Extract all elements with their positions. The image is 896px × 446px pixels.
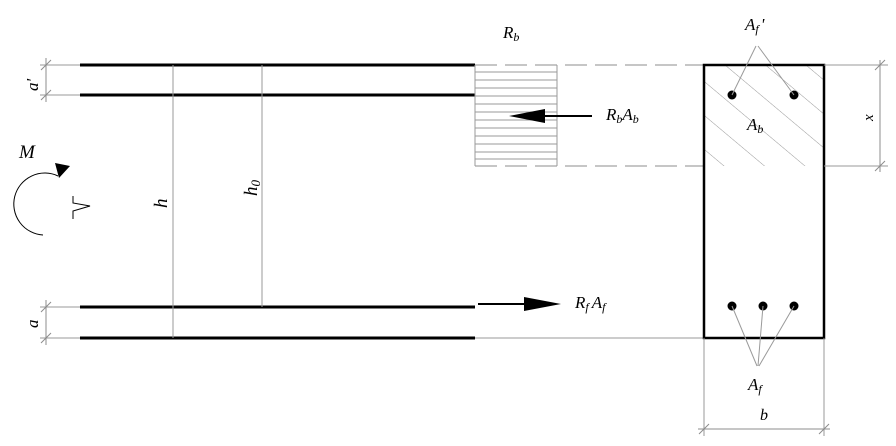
compressive-stress-block	[474, 65, 558, 166]
a-prime-label: a'	[23, 79, 42, 92]
rfaf-force-arrow	[478, 297, 561, 311]
moment-arrowhead-icon	[55, 163, 70, 178]
x-dimension: x	[824, 59, 888, 172]
a-dimension: a	[23, 300, 52, 345]
h-label: h	[151, 199, 172, 209]
rbab-label: RbAb	[605, 105, 639, 126]
a-prime-dimension: a'	[23, 58, 52, 102]
b-dimension: b	[698, 338, 830, 436]
moment-label: M	[18, 142, 36, 163]
moment-arc	[13, 172, 59, 236]
rbab-force-arrow	[509, 109, 592, 123]
right-arrow-icon	[524, 297, 561, 311]
rb-label: Rb	[502, 23, 519, 44]
moment-symbol: M	[13, 142, 91, 236]
ab-label: Ab	[746, 115, 763, 136]
af-prime-label: Af'	[744, 15, 765, 36]
h0-label: h0	[241, 180, 263, 197]
cross-section	[702, 45, 826, 367]
x-label: x	[861, 114, 877, 122]
break-line	[72, 196, 91, 219]
compression-zone-hatch	[705, 66, 823, 166]
a-label: a	[23, 320, 42, 329]
stress-hatching	[475, 71, 557, 160]
b-label: b	[760, 407, 768, 424]
section-outline	[702, 63, 826, 340]
af-label: Af	[747, 375, 763, 396]
left-arrow-icon	[509, 109, 545, 123]
